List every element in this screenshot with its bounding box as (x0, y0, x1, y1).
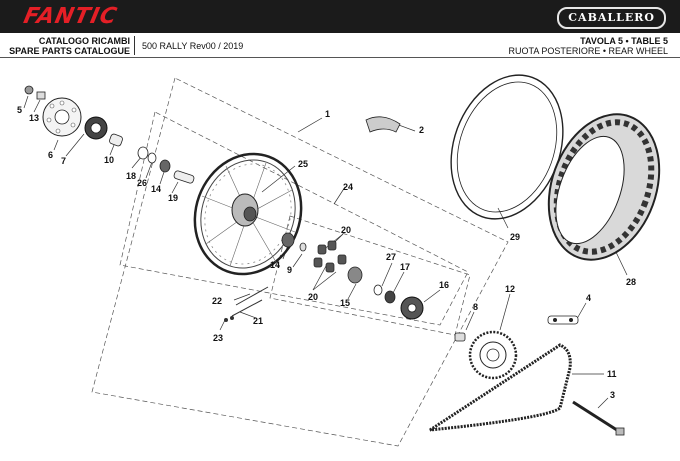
tyre (547, 113, 661, 261)
callout-14-right: 14 (270, 260, 280, 270)
frame-hub (119, 111, 469, 326)
callout-19: 19 (168, 193, 178, 203)
callout-1: 1 (325, 109, 330, 119)
header-rule (0, 57, 680, 58)
callout-29: 29 (510, 232, 520, 242)
callout-3: 3 (610, 390, 615, 400)
callout-27: 27 (386, 252, 396, 262)
spoke-parts (224, 286, 269, 322)
callout-2: 2 (419, 125, 424, 135)
brake-disc (42, 97, 82, 137)
callout-16: 16 (439, 280, 449, 290)
model-badge: CABALLERO (557, 7, 666, 29)
callout-10: 10 (104, 155, 114, 165)
callout-28: 28 (626, 277, 636, 287)
callout-8: 8 (473, 302, 478, 312)
callout-15: 15 (340, 298, 350, 308)
model-name: 500 RALLY Rev00 / 2019 (142, 41, 244, 51)
callout-26: 26 (137, 178, 147, 188)
callout-13: 13 (29, 113, 39, 123)
rear-wheel-rim (193, 152, 303, 276)
inner-tube-inner-edge (456, 81, 558, 213)
callout-23: 23 (213, 333, 223, 343)
exploded-diagram: 1 2 3 4 5 6 7 8 9 10 11 12 13 14 14 15 1… (17, 74, 661, 447)
callout-6: 6 (48, 150, 53, 160)
chain-master-link (547, 315, 579, 325)
small-hardware-left (24, 85, 195, 184)
header-divider (134, 36, 135, 55)
leader-lines (23, 95, 628, 409)
callout-20-bottom: 20 (308, 292, 318, 302)
assembly-frames (91, 77, 509, 447)
callout-25: 25 (298, 159, 308, 169)
callout-labels: 1 2 3 4 5 6 7 8 9 10 11 12 13 14 14 15 1… (17, 105, 636, 400)
frame-wheel-assembly (91, 77, 509, 447)
callout-24: 24 (343, 182, 353, 192)
callout-7: 7 (61, 156, 66, 166)
hub-parts (281, 232, 424, 320)
catalog-header: CATALOGO RICAMBI SPARE PARTS CATALOGUE 5… (0, 33, 680, 57)
rear-axle (572, 400, 625, 436)
callout-14-left: 14 (151, 184, 161, 194)
callout-22: 22 (212, 296, 222, 306)
callout-12: 12 (505, 284, 515, 294)
callout-20-top: 20 (341, 225, 351, 235)
rim-band (365, 116, 401, 133)
callout-9: 9 (287, 265, 292, 275)
callout-11: 11 (607, 369, 617, 379)
brand-logo: FANTIC (21, 4, 120, 29)
catalog-title-it: CATALOGO RICAMBI (38, 36, 130, 46)
frame-hub-parts (269, 215, 471, 336)
callout-5: 5 (17, 105, 22, 115)
drive-chain (429, 343, 572, 432)
callout-17: 17 (400, 262, 410, 272)
table-number: TAVOLA 5 • TABLE 5 (580, 36, 668, 46)
disc-carrier (84, 116, 108, 140)
top-bar: FANTIC CABALLERO (0, 0, 680, 33)
callout-21: 21 (253, 316, 263, 326)
catalog-title-en: SPARE PARTS CATALOGUE (9, 46, 130, 56)
rear-sprocket (454, 330, 518, 380)
callout-18: 18 (126, 171, 136, 181)
table-title: RUOTA POSTERIORE • REAR WHEEL (508, 46, 668, 56)
callout-4: 4 (586, 293, 591, 303)
